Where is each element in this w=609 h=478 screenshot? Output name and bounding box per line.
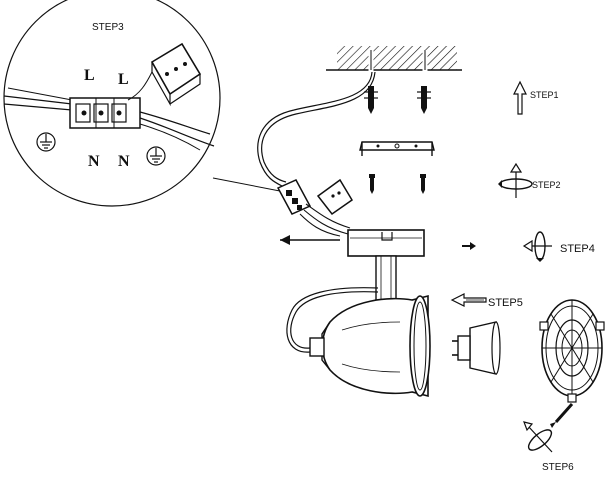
protective-grille (539, 299, 605, 403)
rotate-icon (498, 162, 533, 198)
terminal-label-l1: L (84, 67, 95, 84)
bulb-gu10 (452, 321, 501, 375)
up-arrow-icon (513, 80, 527, 115)
fixture-base (347, 229, 425, 257)
supply-cable (261, 71, 376, 183)
screw-icon (420, 174, 426, 194)
terminal-label-l2: L (118, 71, 129, 88)
rotate-icon (522, 231, 552, 262)
right-arrow-icon (462, 242, 476, 250)
connector-block (276, 178, 354, 237)
screw-icon (369, 174, 375, 194)
lamp-cable (290, 291, 379, 349)
terminal-label-n1: N (88, 153, 100, 170)
wall-plug-icon (364, 86, 378, 114)
ceiling (326, 46, 462, 72)
terminal-cover (127, 42, 202, 107)
wall-plug-icon (417, 86, 431, 114)
hollow-left-arrow-icon (450, 293, 487, 307)
step6-label: STEP6 (542, 462, 574, 473)
step1-label: STEP1 (530, 90, 559, 100)
terminal-block (69, 97, 141, 129)
ground-icon (146, 146, 166, 166)
screwdriver-icon (550, 403, 574, 428)
step4-label: STEP4 (560, 243, 595, 255)
wiring-detail-inset: STEP3 L L N N (3, 0, 286, 207)
step5-label: STEP5 (488, 297, 523, 309)
step2-label: STEP2 (532, 180, 561, 190)
ground-icon (36, 132, 56, 152)
left-arrow-icon (280, 235, 340, 245)
mounting-bracket (359, 141, 435, 156)
lamp-head (309, 294, 431, 398)
terminal-label-n2: N (118, 153, 130, 170)
step3-label: STEP3 (92, 22, 124, 33)
rotate-icon (523, 421, 553, 453)
